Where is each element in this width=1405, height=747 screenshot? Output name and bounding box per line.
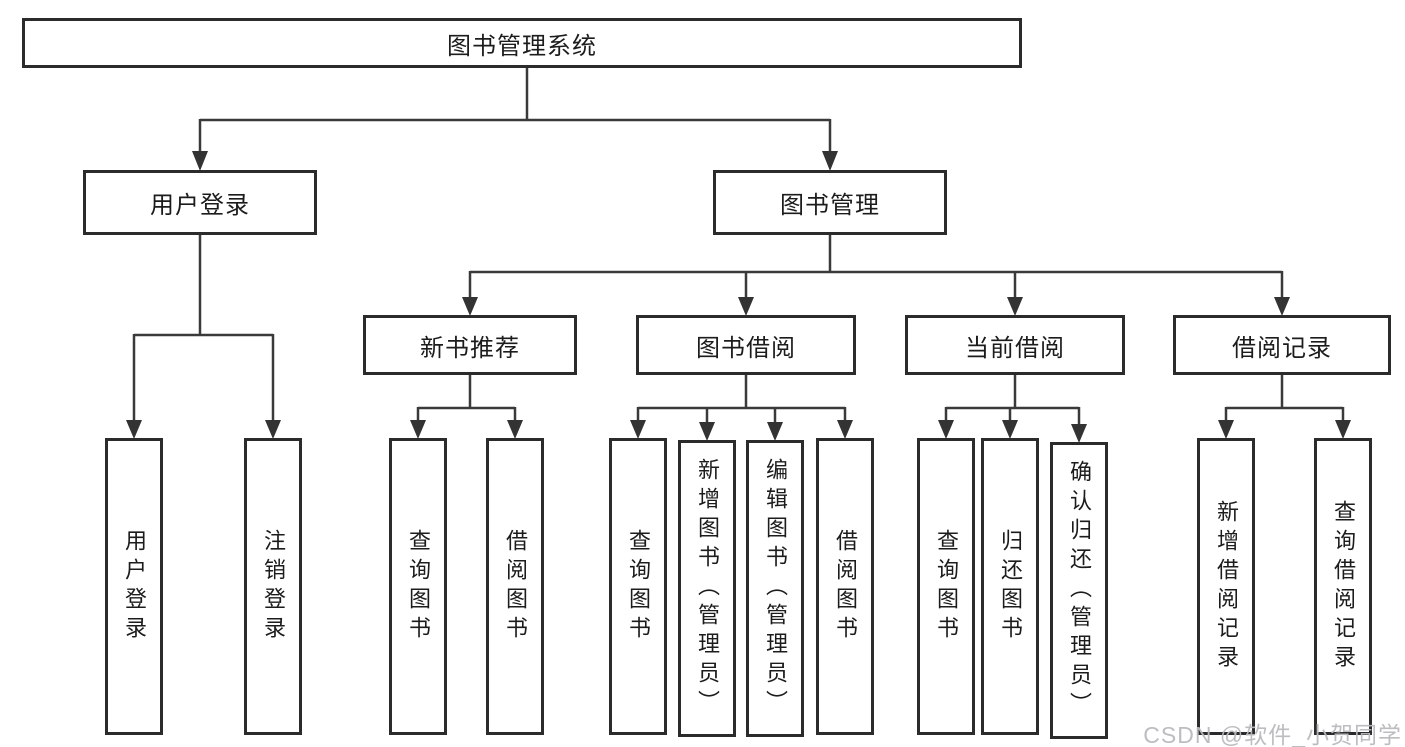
leaf-query-books-recommendation: 查询图书 (389, 438, 447, 735)
node-label: 图书管理 (780, 192, 880, 219)
node-label: 用户登录 (150, 192, 250, 219)
leaf-add-book-admin: 新增图书（管理员） (678, 440, 736, 737)
leaf-query-borrow-record: 查询借阅记录 (1314, 438, 1372, 735)
node-label: 注销登录 (261, 528, 286, 645)
node-label: 归还图书 (998, 528, 1023, 645)
node-current-borrowing: 当前借阅 (905, 315, 1125, 375)
csdn-watermark: CSDN @软件_小贺同学 (1143, 722, 1402, 747)
node-label: 图书管理系统 (447, 32, 597, 60)
node-label: 查询图书 (626, 528, 651, 645)
node-label: 查询借阅记录 (1331, 499, 1356, 674)
node-label: 借阅图书 (503, 528, 528, 645)
node-library-management-system: 图书管理系统 (22, 18, 1022, 68)
leaf-return-books: 归还图书 (981, 438, 1039, 735)
node-book-management: 图书管理 (713, 170, 947, 235)
node-label: 图书借阅 (696, 334, 796, 362)
node-new-book-recommendation: 新书推荐 (363, 315, 577, 375)
connector-paths (132, 68, 1345, 425)
node-book-borrowing: 图书借阅 (636, 315, 856, 375)
leaf-query-books-current: 查询图书 (917, 438, 975, 735)
leaf-confirm-return-admin: 确认归还（管理员） (1050, 442, 1108, 739)
node-label: 借阅记录 (1232, 334, 1332, 362)
node-user-login: 用户登录 (83, 170, 317, 235)
leaf-borrow-books: 借阅图书 (816, 438, 874, 735)
leaf-user-login: 用户登录 (105, 438, 163, 735)
leaf-add-borrow-record: 新增借阅记录 (1197, 438, 1255, 735)
node-label: 用户登录 (122, 528, 147, 645)
node-label: 查询图书 (934, 528, 959, 645)
arrowheads (126, 151, 1351, 443)
leaf-logout: 注销登录 (244, 438, 302, 735)
node-label: 编辑图书（管理员） (763, 458, 788, 719)
leaf-borrow-books-recommendation: 借阅图书 (486, 438, 544, 735)
node-label: 确认归还（管理员） (1067, 460, 1092, 721)
node-borrowing-records: 借阅记录 (1173, 315, 1391, 375)
node-label: 新书推荐 (420, 334, 520, 362)
node-label: 借阅图书 (833, 528, 858, 645)
node-label: 查询图书 (406, 528, 431, 645)
node-label: 新增图书（管理员） (695, 458, 720, 719)
leaf-query-books-borrowing: 查询图书 (609, 438, 667, 735)
leaf-edit-book-admin: 编辑图书（管理员） (746, 440, 804, 737)
node-label: 当前借阅 (965, 334, 1065, 362)
node-label: 新增借阅记录 (1214, 499, 1239, 674)
